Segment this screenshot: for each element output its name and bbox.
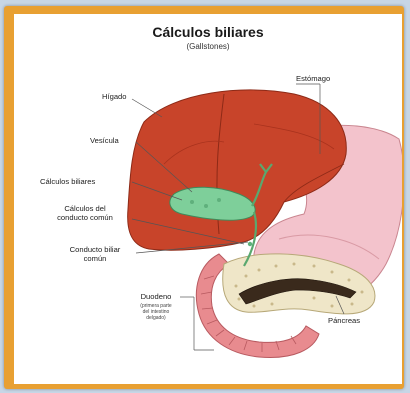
label-gallbladder: Vesícula xyxy=(90,136,119,145)
diagram-subtitle: (Gallstones) xyxy=(14,42,402,51)
label-liver: Hígado xyxy=(102,92,127,101)
label-common-duct-stones-line1: Cálculos del xyxy=(36,204,134,213)
diagram-title: Cálculos biliares xyxy=(14,24,402,40)
label-gallstones: Cálculos biliares xyxy=(40,177,95,186)
label-common-bile-duct-line2: común xyxy=(52,254,138,263)
label-common-bile-duct: Conducto biliar común xyxy=(52,245,138,263)
label-duodenum-note-line3: delgado) xyxy=(132,315,180,321)
diagram-card: Cálculos biliares (Gallstones) Hígado Es… xyxy=(14,14,402,384)
label-common-duct-stones: Cálculos del conducto común xyxy=(36,204,134,222)
label-duodenum: Duodeno xyxy=(132,292,180,301)
label-duodenum-title: Duodeno xyxy=(132,292,180,301)
label-common-duct-stones-line2: conducto común xyxy=(36,213,134,222)
anatomy-illustration xyxy=(14,14,402,384)
label-duodenum-note: (primera parte del intestino delgado) xyxy=(132,303,180,321)
label-stomach: Estómago xyxy=(296,74,330,83)
label-common-bile-duct-line1: Conducto biliar xyxy=(52,245,138,254)
label-pancreas: Páncreas xyxy=(328,316,360,325)
